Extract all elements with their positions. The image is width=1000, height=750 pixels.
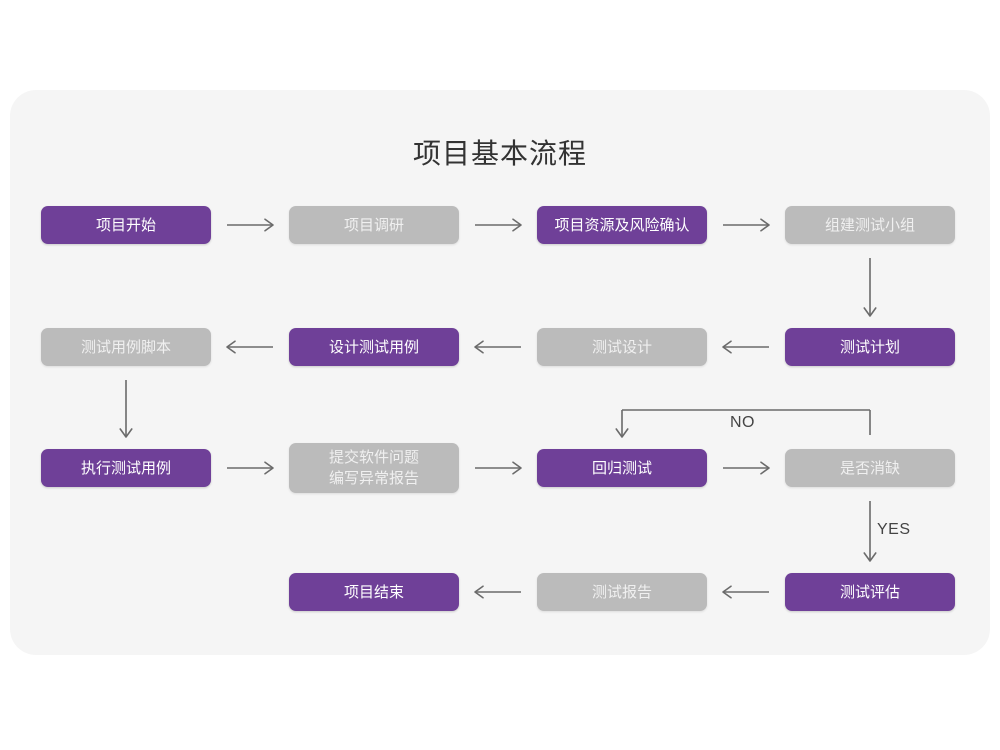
page-title: 项目基本流程 <box>412 138 587 169</box>
flow-node-n11[interactable]: 回归测试 <box>537 449 707 487</box>
flow-node-n15[interactable]: 项目结束 <box>289 573 459 611</box>
flowchart-panel <box>10 90 990 655</box>
flow-node-n10[interactable]: 提交软件问题编写异常报告 <box>289 443 459 493</box>
flow-node-n9[interactable]: 执行测试用例 <box>41 449 211 487</box>
flow-node-n13[interactable]: 测试评估 <box>785 573 955 611</box>
flow-node-n1[interactable]: 项目开始 <box>41 206 211 244</box>
flow-node-n12[interactable]: 是否消缺 <box>785 449 955 487</box>
edge-label-no: NO <box>730 414 755 431</box>
flow-node-n2[interactable]: 项目调研 <box>289 206 459 244</box>
flow-node-n14[interactable]: 测试报告 <box>537 573 707 611</box>
flow-node-n5[interactable]: 测试计划 <box>785 328 955 366</box>
edge-label-yes: YES <box>877 521 911 538</box>
flow-node-n4[interactable]: 组建测试小组 <box>785 206 955 244</box>
flow-node-n8[interactable]: 测试用例脚本 <box>41 328 211 366</box>
flow-node-n6[interactable]: 测试设计 <box>537 328 707 366</box>
flow-node-n3[interactable]: 项目资源及风险确认 <box>537 206 707 244</box>
flow-node-n7[interactable]: 设计测试用例 <box>289 328 459 366</box>
